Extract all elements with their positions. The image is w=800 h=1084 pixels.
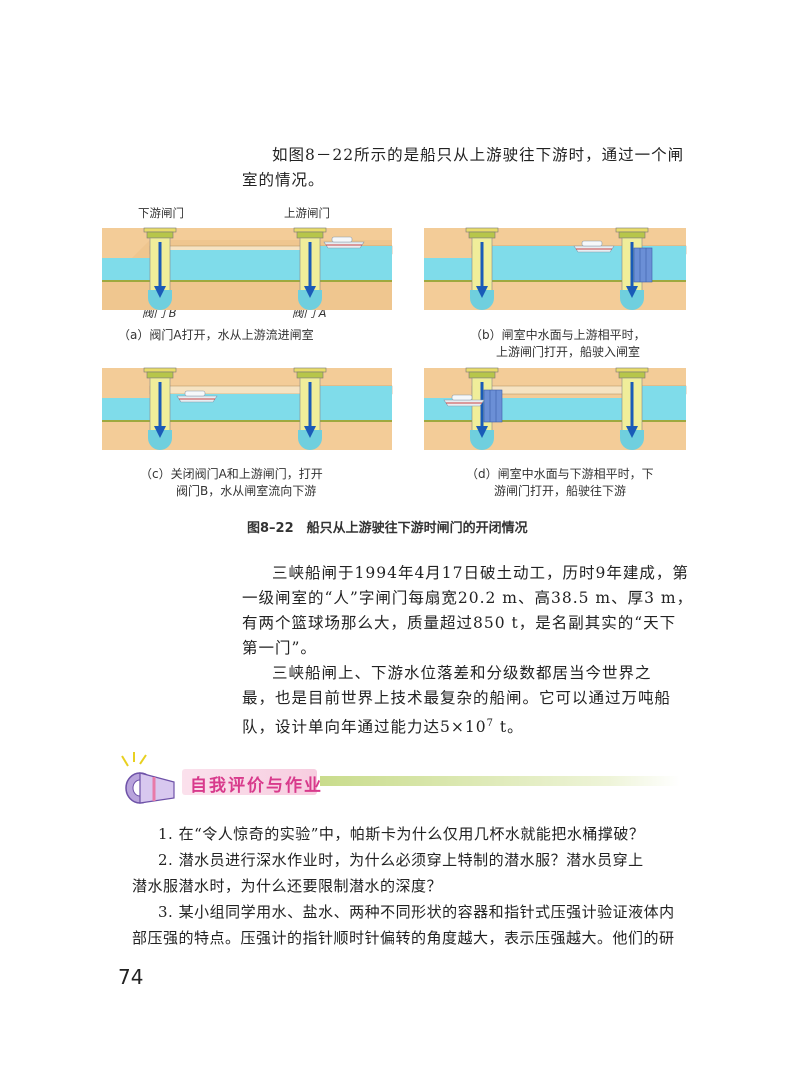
caption-b-line-1: （b）闸室中水面与上游相平时，: [470, 328, 646, 342]
section-title: 自我评价与作业: [190, 776, 323, 796]
intro-line-2: 室的情况。: [242, 171, 325, 189]
body-p1-line-2: 一级闸室的“人”字闸门每扇宽20.2 m、高38.5 m、厚3 m，: [242, 589, 694, 607]
question-1: 1. 在“令人惊奇的实验”中，帕斯卡为什么仅用几杯水就能把水桶撑破？: [158, 825, 645, 843]
exponent: 7: [486, 718, 494, 729]
page-number: 74: [118, 965, 144, 989]
label-upstream-gate: 上游闸门: [284, 206, 330, 220]
figure-title: 图8–22 船只从上游驶往下游时闸门的开闭情况: [247, 521, 528, 536]
body-p2-line-2: 最，也是目前世界上技术最复杂的船闸。它可以通过万吨船: [242, 689, 672, 707]
caption-c-line-1: （c）关闭阀门A和上游闸门，打开: [140, 467, 323, 481]
caption-a: （a）阀门A打开，水从上游流进闸室: [118, 328, 314, 342]
body-p2-line-3: 队，设计单向年通过能力达5×107 t。: [242, 711, 524, 740]
question-2-line-1: 2. 潜水员进行深水作业时，为什么必须穿上特制的潜水服？潜水员穿上: [158, 851, 644, 869]
ship-lock-diagram: [102, 227, 687, 451]
scroll-icon: [118, 752, 178, 808]
question-3-line-2: 部压强的特点。压强计的指针顺时针偏转的角度越大，表示压强越大。他们的研: [132, 929, 675, 947]
panel-d: [424, 367, 687, 451]
section-title-bg: [182, 769, 317, 795]
label-downstream-gate: 下游闸门: [138, 206, 184, 220]
body-p2-line-3-a: 队，设计单向年通过能力达5×10: [242, 718, 487, 737]
intro-line-1: 如图8－22所示的是船只从上游驶往下游时，通过一个闸: [272, 146, 685, 164]
question-3-line-1: 3. 某小组同学用水、盐水、两种不同形状的容器和指针式压强计验证液体内: [158, 903, 675, 921]
body-p1-line-1: 三峡船闸于1994年4月17日破土动工，历时9年建成，第: [272, 564, 689, 582]
caption-d-line-2: 游闸门打开，船驶往下游: [494, 484, 627, 498]
panel-c: [102, 367, 393, 451]
body-p2-line-3-b: t。: [493, 718, 524, 737]
panel-a: [102, 227, 393, 311]
question-2-line-2: 潜水服潜水时，为什么还要限制潜水的深度？: [132, 877, 443, 895]
caption-c-line-2: 阀门B，水从闸室流向下游: [176, 484, 317, 498]
caption-b-line-2: 上游闸门打开，船驶入闸室: [496, 345, 641, 359]
section-divider: [320, 776, 680, 786]
body-p1-line-4: 第一门”。: [242, 639, 317, 657]
panel-b: [424, 227, 687, 311]
body-p2-line-1: 三峡船闸上、下游水位落差和分级数都居当今世界之: [272, 664, 652, 682]
caption-d-line-1: （d）闸室中水面与下游相平时，下: [466, 467, 654, 481]
body-p1-line-3: 有两个篮球场那么大，质量超过850 t，是名副其实的“天下: [242, 614, 677, 632]
